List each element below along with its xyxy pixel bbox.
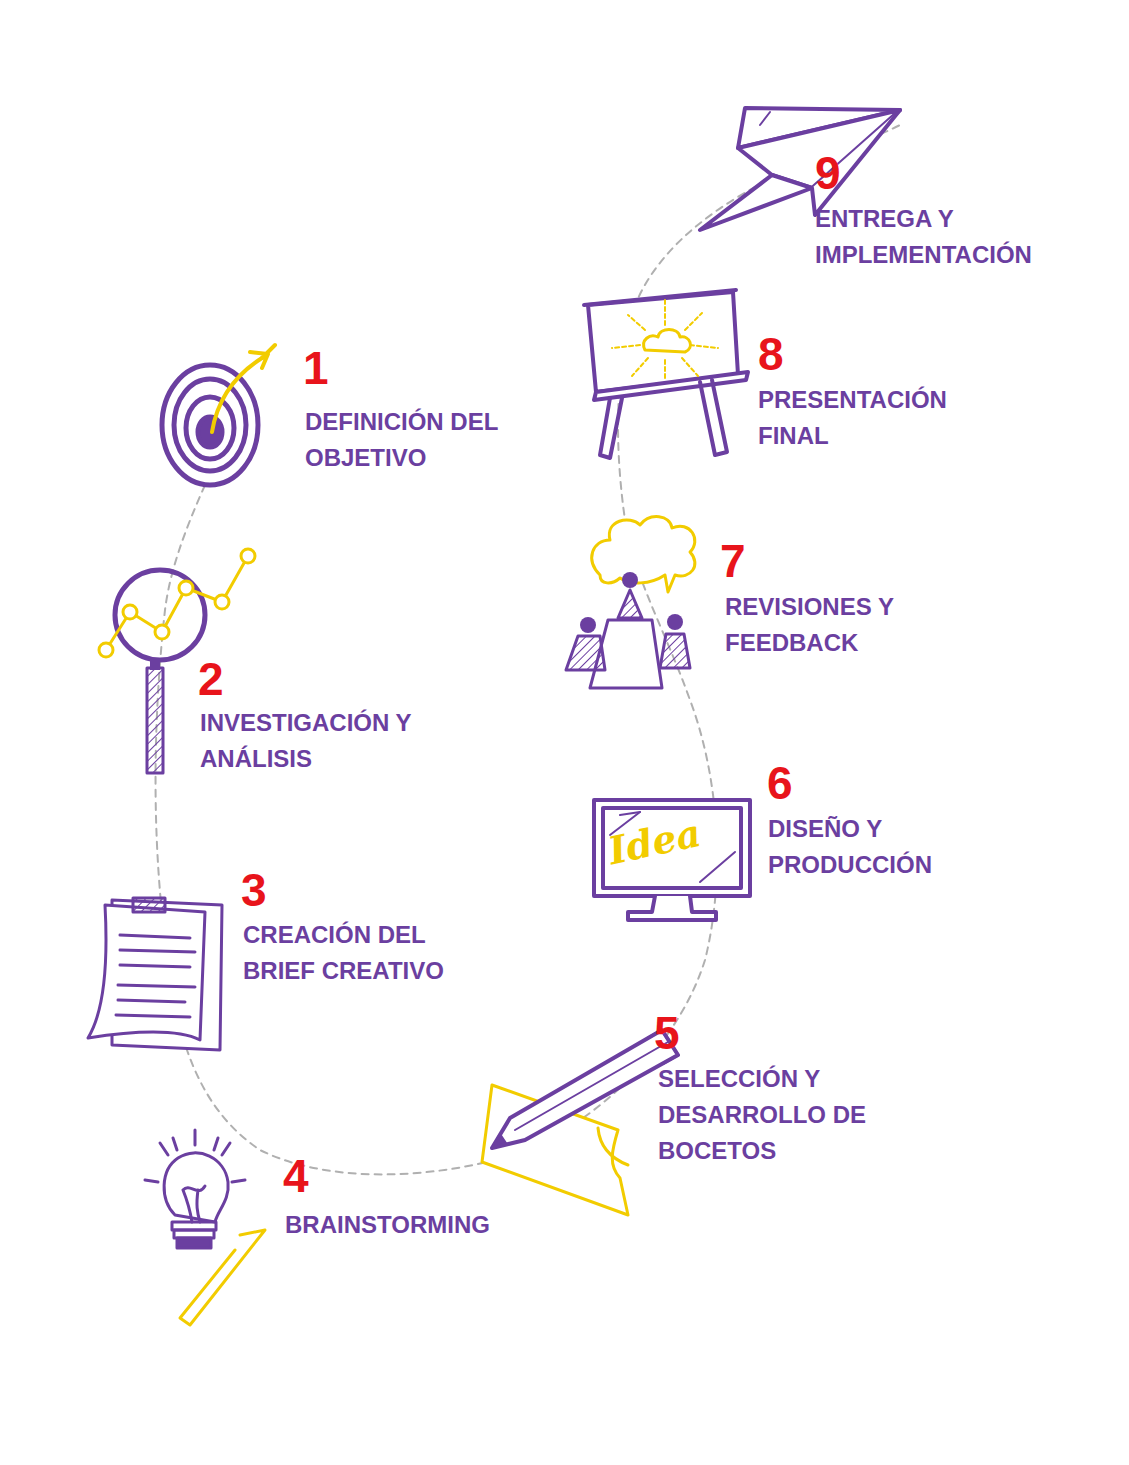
screen-text: Idea (605, 813, 704, 871)
easel-icon-part (700, 380, 727, 455)
step-label: BRAINSTORMING (285, 1207, 585, 1243)
step-number: 3 (241, 865, 267, 915)
easel-icon-part (594, 372, 748, 400)
lightbulb-icon-part (164, 1153, 228, 1222)
magnifier-icon-part (215, 595, 229, 609)
step-label: REVISIONES Y FEEDBACK (725, 589, 945, 661)
magnifier-icon-part (179, 581, 193, 595)
easel-icon-part (584, 290, 736, 305)
easel-icon-part-part (685, 313, 702, 330)
pencil-sketch-icon-part (492, 1030, 678, 1148)
lightbulb-icon-part (173, 1138, 177, 1150)
paper-plane-icon-part (700, 175, 812, 230)
paper-plane-icon-part (760, 112, 770, 125)
step-number: 4 (283, 1151, 309, 1201)
easel-icon-part-part (664, 360, 666, 380)
target-icon-part (212, 358, 262, 432)
easel-icon-part-part (628, 315, 645, 330)
lightbulb-icon-part (145, 1180, 158, 1182)
pencil-sketch-icon-part (598, 1128, 628, 1165)
easel-icon-part-part (612, 345, 640, 348)
lightbulb-icon-part (194, 1130, 197, 1145)
magnifier-icon-part (115, 570, 205, 660)
monitor-icon-part (594, 800, 750, 896)
meeting-icon-part (622, 572, 638, 588)
document-icon-part (120, 935, 190, 938)
meeting-icon (566, 517, 695, 688)
lightbulb-icon-part (222, 1143, 230, 1155)
step-label: PRESENTACIÓN FINAL (758, 382, 988, 454)
magnifier-icon-part (150, 660, 160, 670)
magnifier-icon-part (241, 549, 255, 563)
magnifier-icon-part (155, 625, 169, 639)
lightbulb-icon-part (160, 1143, 168, 1155)
document-icon-part (120, 965, 190, 967)
pencil-sketch-icon-part (492, 1134, 506, 1148)
lightbulb-icon-part (232, 1180, 245, 1182)
step-label: ENTREGA Y IMPLEMENTACIÓN (815, 201, 1085, 273)
magnifier-icon-part (99, 643, 113, 657)
lightbulb-icon-part (177, 1238, 211, 1248)
lightbulb-icon (145, 1130, 265, 1325)
step-number: 2 (198, 654, 224, 704)
meeting-icon-part (660, 634, 690, 668)
monitor-icon-part (603, 808, 741, 888)
monitor-icon (594, 800, 750, 920)
document-icon-part (88, 905, 205, 1040)
document-icon-part (118, 985, 195, 987)
easel-icon-part-part (664, 300, 666, 325)
step-number: 6 (767, 758, 793, 808)
magnifier-icon-part (147, 668, 163, 773)
lightbulb-icon-part (183, 1186, 205, 1222)
step-number: 5 (654, 1008, 680, 1058)
target-icon-part (162, 365, 258, 485)
magnifier-icon (99, 549, 255, 773)
document-icon-part (118, 1000, 185, 1002)
monitor-icon-part (628, 896, 716, 920)
meeting-icon-part (566, 636, 605, 670)
step-number: 1 (303, 343, 329, 393)
meeting-icon-part (580, 617, 596, 633)
step-number: 8 (758, 329, 784, 379)
target-icon-part (174, 379, 246, 471)
easel-icon-part (612, 300, 718, 380)
easel-icon-part (644, 330, 691, 353)
magnifier-icon-part (106, 556, 248, 650)
monitor-icon-part (700, 852, 735, 882)
meeting-icon-part (618, 590, 642, 618)
document-icon-part (116, 1015, 190, 1017)
paper-plane-icon-part (812, 110, 900, 215)
easel-icon-part-part (632, 358, 648, 376)
lightbulb-icon-part (180, 1230, 265, 1325)
step-label: SELECCIÓN Y DESARROLLO DE BOCETOS (658, 1061, 898, 1169)
pencil-sketch-icon-part (515, 1042, 668, 1130)
easel-icon-part-part (690, 345, 718, 348)
step-number: 7 (720, 536, 746, 586)
document-icon-part (120, 950, 195, 952)
meeting-icon-part (667, 614, 683, 630)
target-icon-part (250, 345, 275, 368)
document-icon (88, 898, 222, 1050)
pencil-sketch-icon (482, 1030, 678, 1215)
easel-icon (584, 290, 748, 458)
step-label: DISEÑO Y PRODUCCIÓN (768, 811, 978, 883)
step-label: CREACIÓN DEL BRIEF CREATIVO (243, 917, 493, 989)
target-icon (162, 345, 275, 485)
meeting-icon-part (592, 517, 695, 592)
step-label: DEFINICIÓN DEL OBJETIVO (305, 404, 555, 476)
target-icon-part (186, 397, 234, 459)
lightbulb-icon-part (214, 1138, 218, 1150)
document-icon-part (133, 898, 165, 912)
easel-icon-part (600, 398, 622, 458)
easel-icon-part-part (682, 358, 698, 376)
magnifier-icon-part (123, 605, 137, 619)
step-label: INVESTIGACIÓN Y ANÁLISIS (200, 705, 470, 777)
step-number: 9 (815, 148, 841, 198)
